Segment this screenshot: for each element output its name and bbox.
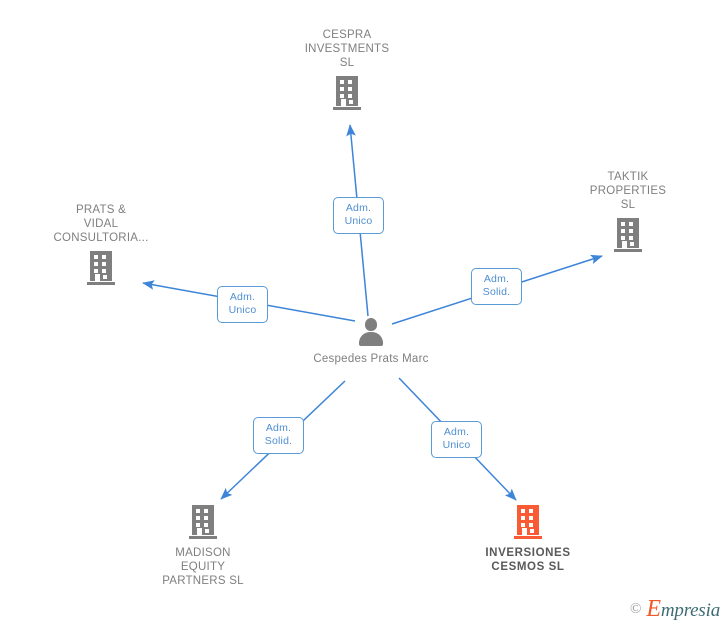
node-label-inversiones-cesmos: INVERSIONES CESMOS SL xyxy=(485,547,571,573)
edge-label-madison[interactable]: Adm. Solid. xyxy=(253,417,304,454)
node-label-prats-vidal-consultoria: PRATS & VIDAL CONSULTORIA... xyxy=(53,204,149,244)
node-cespra-investments[interactable]: CESPRA INVESTMENTS SL xyxy=(272,28,422,110)
node-label-madison-equity-partners: MADISON EQUITY PARTNERS SL xyxy=(162,547,244,587)
node-inversiones-cesmos[interactable]: INVERSIONES CESMOS SL xyxy=(453,505,603,574)
building-icon xyxy=(272,76,422,110)
node-center-person[interactable]: Cespedes Prats Marc xyxy=(296,317,446,366)
building-icon xyxy=(26,251,176,285)
node-label-center-person: Cespedes Prats Marc xyxy=(313,353,429,365)
node-madison-equity-partners[interactable]: MADISON EQUITY PARTNERS SL xyxy=(128,505,278,588)
edge-label-cespra[interactable]: Adm. Unico xyxy=(333,197,384,234)
edge-label-taktik[interactable]: Adm. Solid. xyxy=(471,268,522,305)
building-icon xyxy=(553,218,703,252)
person-icon xyxy=(296,317,446,347)
building-icon xyxy=(453,505,603,539)
copyright-icon: © xyxy=(630,601,642,617)
brand-rest: mpresia xyxy=(660,600,720,621)
empresia-watermark: © Empresia xyxy=(630,596,720,623)
brand-wordmark: Empresia xyxy=(646,596,720,623)
building-icon xyxy=(128,505,278,539)
node-label-taktik-properties: TAKTIK PROPERTIES SL xyxy=(589,171,667,211)
edge-label-prats-vidal[interactable]: Adm. Unico xyxy=(217,286,268,323)
edge-label-cesmos[interactable]: Adm. Unico xyxy=(431,421,482,458)
node-prats-vidal-consultoria[interactable]: PRATS & VIDAL CONSULTORIA... xyxy=(26,203,176,285)
node-taktik-properties[interactable]: TAKTIK PROPERTIES SL xyxy=(553,170,703,252)
node-label-cespra-investments: CESPRA INVESTMENTS SL xyxy=(304,29,390,69)
brand-initial: E xyxy=(646,596,661,622)
